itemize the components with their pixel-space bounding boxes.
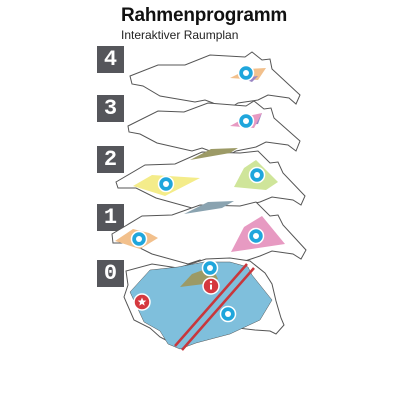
location-pin-icon[interactable]: [237, 112, 255, 130]
star-icon[interactable]: [133, 293, 151, 311]
floor-0-area-water[interactable]: [129, 261, 273, 350]
floor-4-plan[interactable]: [129, 51, 301, 112]
location-pin-icon[interactable]: [248, 166, 266, 184]
floor-0-rail-line-2: [181, 267, 255, 351]
page-title: Rahmenprogramm: [121, 5, 288, 26]
floor-button-4[interactable]: 4: [97, 46, 124, 73]
floor-button-0[interactable]: 0: [97, 260, 124, 287]
page-subtitle: Interaktiver Raumplan: [121, 28, 239, 42]
location-pin-icon[interactable]: [130, 230, 148, 248]
location-pin-icon[interactable]: [237, 64, 255, 82]
floor-button-2[interactable]: 2: [97, 146, 124, 173]
info-icon[interactable]: [202, 277, 220, 295]
location-pin-icon[interactable]: [247, 227, 265, 245]
floor-1-plan[interactable]: [111, 201, 307, 272]
location-pin-icon[interactable]: [201, 259, 219, 277]
floor-0-plan[interactable]: [123, 257, 285, 351]
location-pin-icon[interactable]: [157, 175, 175, 193]
floor-button-3[interactable]: 3: [97, 95, 124, 122]
location-pin-icon[interactable]: [219, 305, 237, 323]
floor-1-room-steel[interactable]: [184, 201, 234, 214]
header: Rahmenprogramm Interaktiver Raumplan: [121, 5, 287, 42]
floor-2-room-olive[interactable]: [190, 148, 238, 160]
floor-0-rail-line-1: [174, 263, 248, 347]
floor-button-1[interactable]: 1: [97, 204, 124, 231]
